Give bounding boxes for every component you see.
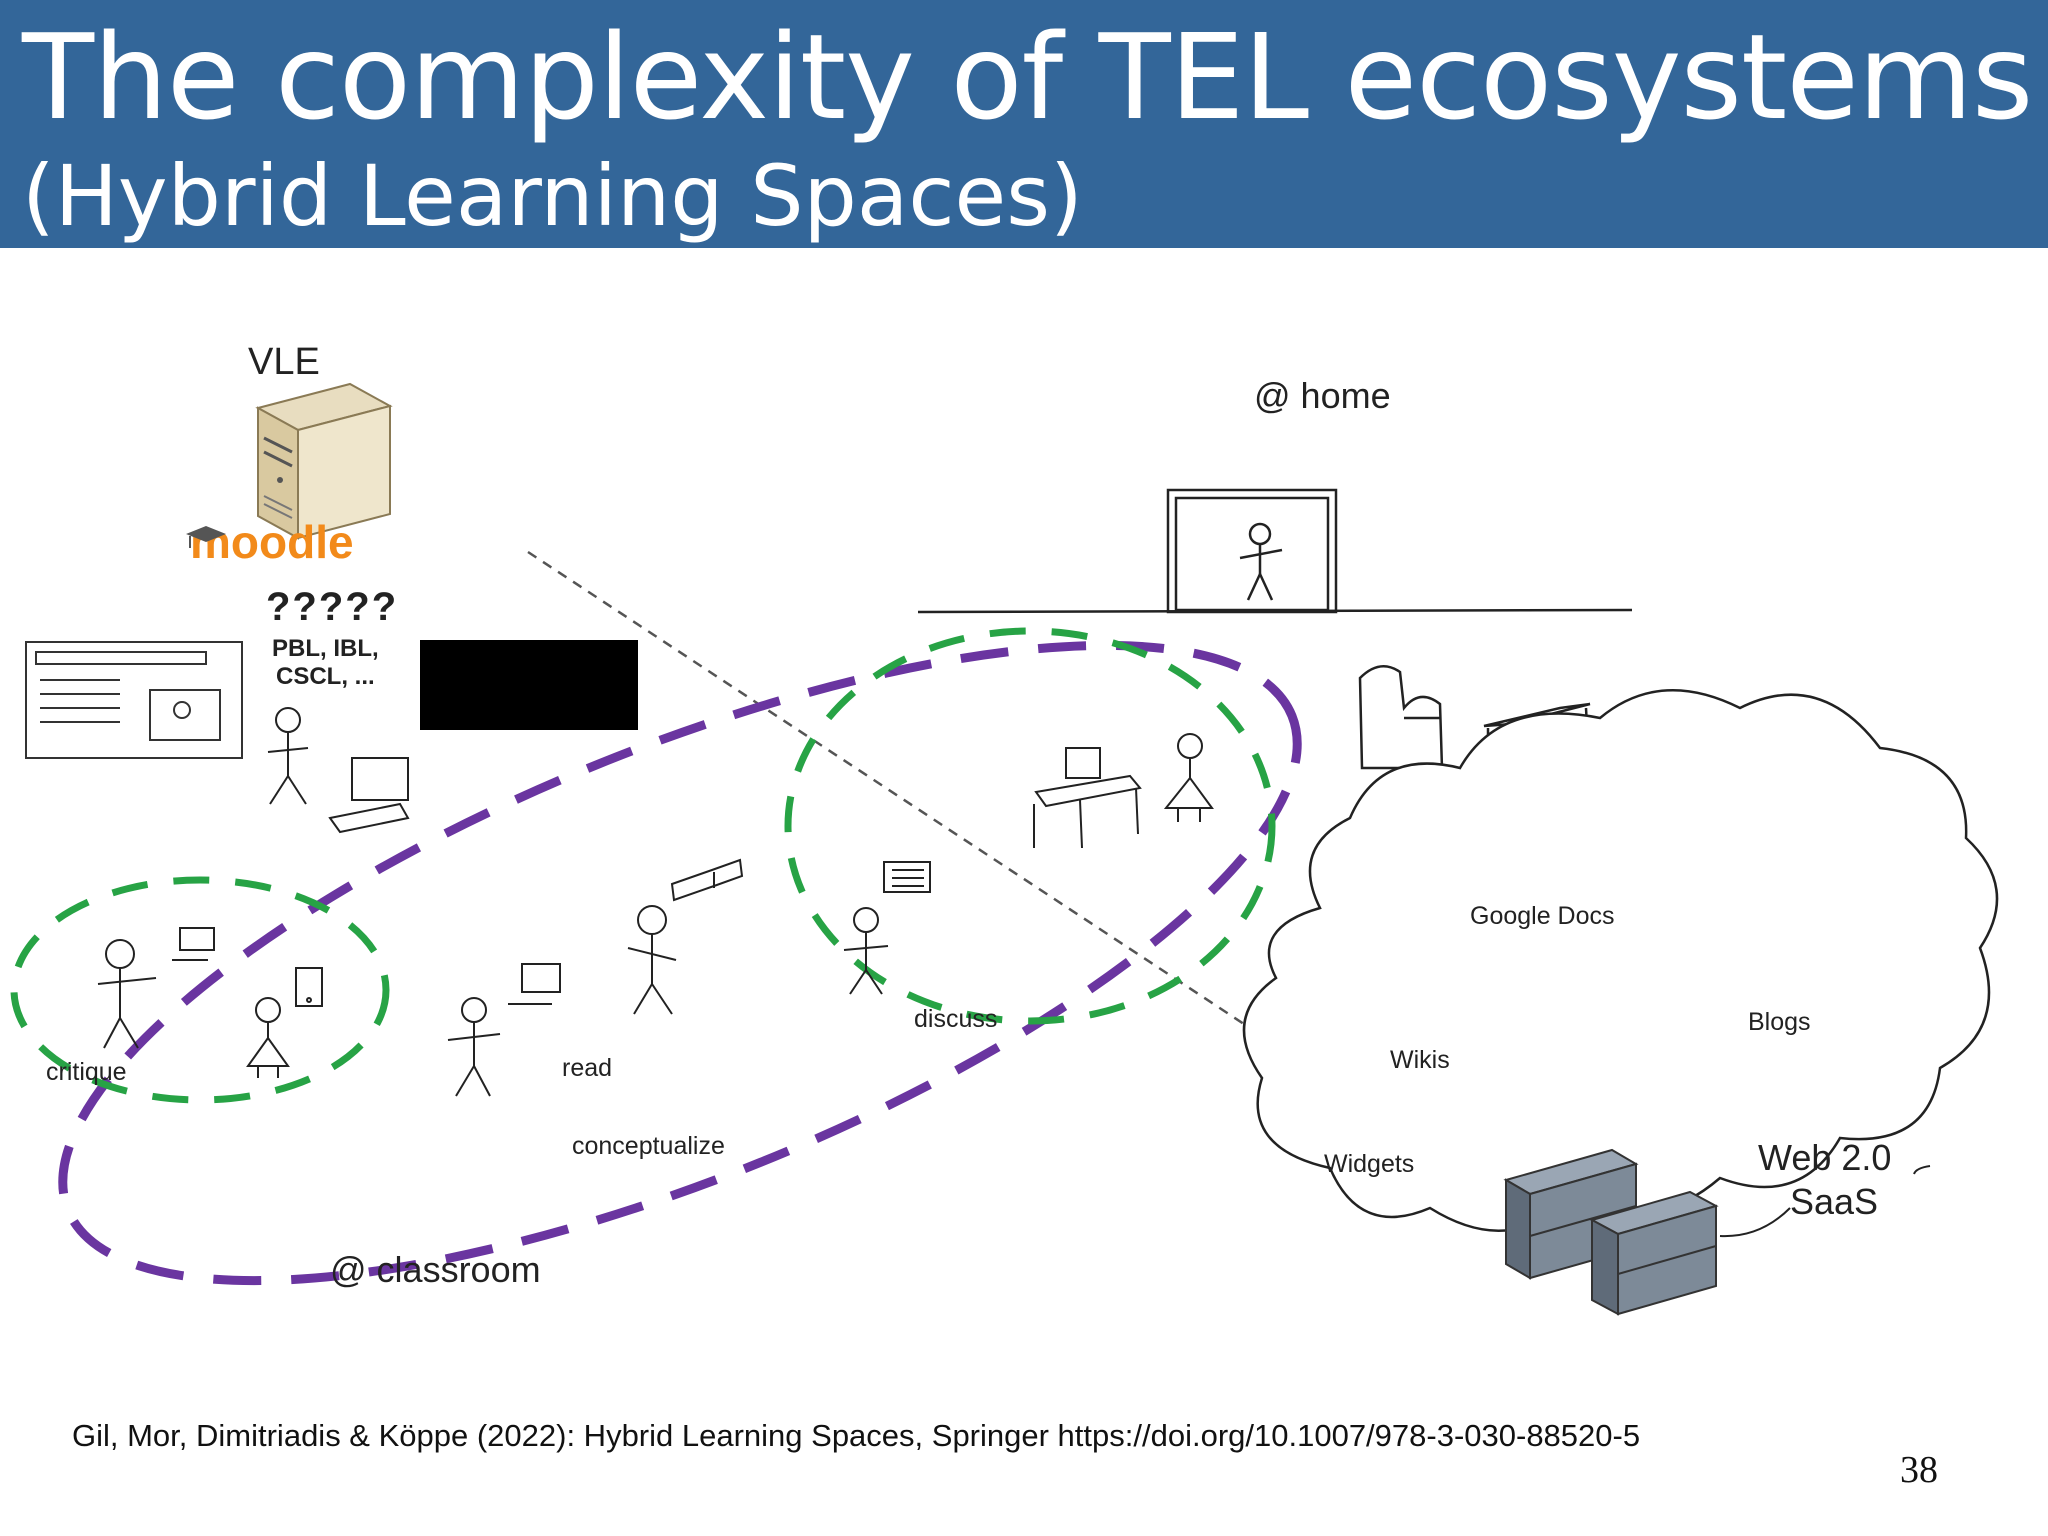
student-figure-read-1	[447, 997, 501, 1097]
vle-label: VLE	[248, 341, 320, 383]
tablet-icon	[295, 967, 323, 1007]
activity-conceptualize: conceptualize	[572, 1132, 725, 1160]
cloud-shape	[1242, 688, 1999, 1232]
desk-with-computer	[1033, 747, 1142, 849]
slide-header: The complexity of TEL ecosystems (Hybrid…	[0, 0, 2048, 248]
document-icon	[883, 861, 931, 893]
activity-critique: critique	[46, 1058, 127, 1086]
student-figure-home-desk	[1163, 733, 1214, 822]
kitchen-doorway-sketch	[917, 488, 1633, 614]
home-label: @ home	[1254, 375, 1391, 416]
student-figure-read-2	[627, 905, 677, 1015]
classroom-boundary-dashed	[58, 640, 1302, 1286]
citation: Gil, Mor, Dimitriadis & Köppe (2022): Hy…	[72, 1418, 1641, 1453]
divider-line	[527, 550, 1251, 1030]
student-figure-critique-1	[97, 939, 157, 1049]
page-number: 38	[1900, 1449, 1938, 1491]
cloud-blogs: Blogs	[1748, 1008, 1811, 1036]
saas-pointer-line	[1719, 1165, 1931, 1238]
pedagogies-line1: PBL, IBL,	[272, 635, 379, 662]
cloud-web20: Web 2.0	[1758, 1137, 1891, 1178]
slide-subtitle: (Hybrid Learning Spaces)	[22, 147, 1083, 245]
moodle-logo: moodle	[190, 516, 354, 568]
classroom-label: @ classroom	[330, 1249, 541, 1290]
activity-discuss: discuss	[914, 1005, 997, 1033]
activity-read: read	[562, 1054, 612, 1082]
discuss-group-dashed	[784, 627, 1276, 1025]
critique-group-dashed	[10, 876, 390, 1104]
teacher-figure	[267, 707, 309, 805]
web-page-sketch	[25, 641, 243, 759]
cloud-saas: SaaS	[1790, 1181, 1878, 1222]
student-figure-discuss	[843, 907, 889, 995]
projection-screen	[420, 640, 638, 730]
pedagogies-line2: CSCL, ...	[276, 663, 375, 690]
cloud-google-docs: Google Docs	[1470, 902, 1615, 930]
slide-title: The complexity of TEL ecosystems	[22, 8, 2033, 146]
student-figure-critique-2	[246, 997, 290, 1078]
hybrid-learning-diagram: VLE moodle ????? PBL, IBL, CSCL, ...	[10, 341, 1999, 1316]
server-icon	[255, 382, 393, 540]
cloud-wikis: Wikis	[1390, 1046, 1450, 1074]
question-marks: ?????	[266, 585, 398, 629]
book-icon	[670, 858, 744, 902]
cloud-widgets: Widgets	[1324, 1150, 1414, 1178]
laptop-icon	[172, 927, 215, 961]
laptop-icon-2	[508, 963, 561, 1005]
armchair-sketch	[1358, 665, 1444, 770]
graduation-cap-icon	[186, 526, 226, 548]
server-rack-icon	[1503, 1148, 1719, 1316]
computer-icon	[328, 757, 410, 834]
